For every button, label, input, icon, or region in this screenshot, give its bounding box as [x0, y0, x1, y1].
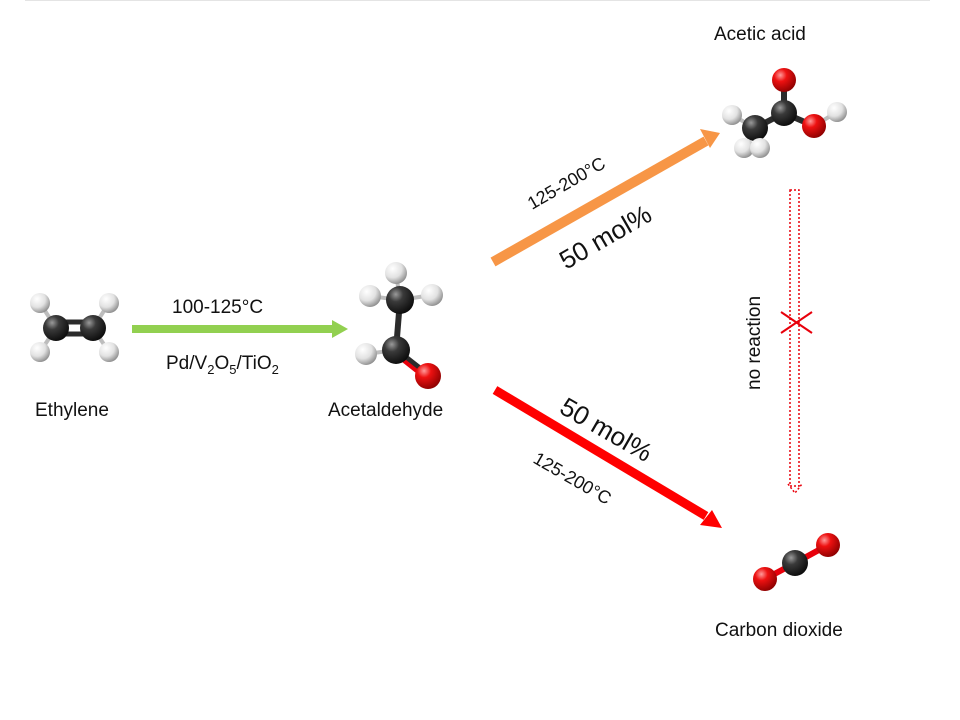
hydrogen-atom: [421, 284, 443, 306]
hydrogen-atom: [99, 342, 119, 362]
hydrogen-atom: [30, 293, 50, 313]
green-arrow: [132, 320, 348, 338]
oxygen-atom: [753, 567, 777, 591]
top-rule: [25, 0, 930, 1]
ethylene-molecule: [30, 293, 119, 362]
oxygen-atom: [816, 533, 840, 557]
acetic-acid-yield: 50 mol%: [554, 199, 657, 276]
hydrogen-atom: [359, 285, 381, 307]
red-arrow: [492, 386, 722, 528]
carbon-dioxide-label: Carbon dioxide: [715, 620, 843, 641]
ethylene-label: Ethylene: [35, 400, 109, 421]
carbon-atom: [782, 550, 808, 576]
step1-catalyst: Pd/V2O5/TiO2: [166, 353, 279, 377]
hydrogen-atom: [722, 105, 742, 125]
oxygen-atom: [772, 68, 796, 92]
step1-temperature: 100-125°C: [172, 297, 263, 318]
oxygen-atom: [415, 363, 441, 389]
carbon-atom: [771, 100, 797, 126]
hydrogen-atom: [750, 138, 770, 158]
no-reaction-cross: [780, 311, 813, 334]
acetaldehyde-molecule: [355, 262, 443, 389]
no-reaction-label: no reaction: [744, 296, 765, 390]
hydrogen-atom: [385, 262, 407, 284]
carbon-atom: [382, 336, 410, 364]
carbon-atom: [80, 315, 106, 341]
hydrogen-atom: [99, 293, 119, 313]
carbon-atom: [43, 315, 69, 341]
hydrogen-atom: [30, 342, 50, 362]
oxygen-atom: [802, 114, 826, 138]
carbon-atom: [742, 115, 768, 141]
hydrogen-atom: [355, 343, 377, 365]
carbon-atom: [386, 286, 414, 314]
orange-arrow: [490, 129, 720, 267]
acetic-acid-molecule: [722, 68, 847, 158]
acetaldehyde-label: Acetaldehyde: [328, 400, 443, 421]
hydrogen-atom: [734, 138, 754, 158]
hydrogen-atom: [827, 102, 847, 122]
carbon-dioxide-molecule: [753, 533, 840, 591]
acetic-acid-label: Acetic acid: [714, 24, 806, 45]
no-reaction-arrow: [787, 189, 803, 495]
